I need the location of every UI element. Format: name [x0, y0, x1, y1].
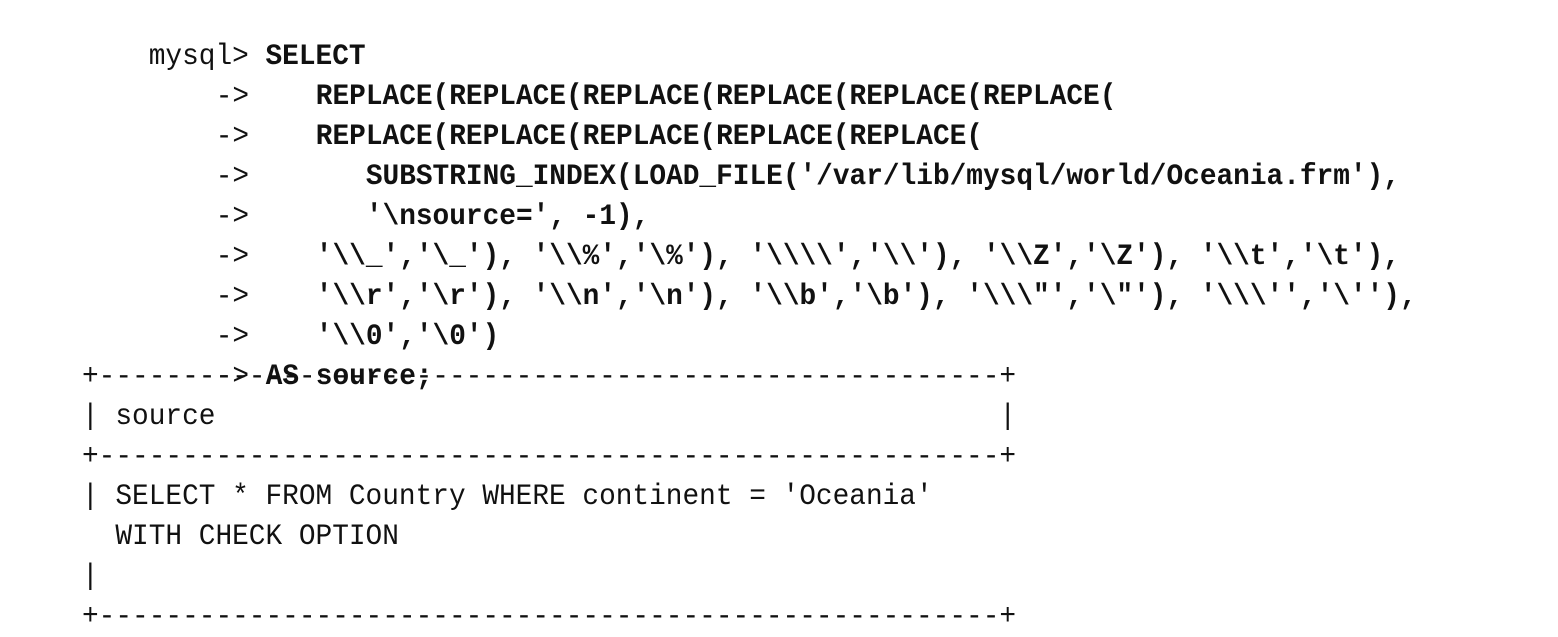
query-code: '\\r','\r'), '\\n','\n'), '\\b','\b'), '…: [265, 280, 1417, 314]
mysql-terminal-output: mysql> SELECT -> REPLACE(REPLACE(REPLACE…: [82, 0, 1542, 634]
result-row-line: |: [82, 560, 99, 594]
result-table-header: | source |: [82, 400, 1017, 434]
continuation-prompt: ->: [215, 160, 249, 194]
query-code: SUBSTRING_INDEX(LOAD_FILE('/var/lib/mysq…: [265, 160, 1400, 194]
result-row-line: WITH CHECK OPTION: [82, 520, 399, 554]
continuation-prompt: ->: [215, 240, 249, 274]
result-table-border-middle: +---------------------------------------…: [82, 440, 1017, 474]
continuation-prompt: ->: [215, 360, 249, 394]
query-code: REPLACE(REPLACE(REPLACE(REPLACE(REPLACE(…: [265, 80, 1117, 114]
query-line: -> SUBSTRING_INDEX(LOAD_FILE('/var/lib/m…: [149, 117, 1399, 194]
continuation-prompt: ->: [215, 320, 249, 354]
query-line: -> REPLACE(REPLACE(REPLACE(REPLACE(REPLA…: [149, 77, 982, 154]
query-line: -> REPLACE(REPLACE(REPLACE(REPLACE(REPLA…: [149, 37, 1116, 114]
select-keyword: SELECT: [265, 40, 366, 74]
query-line: -> '\\_','\_'), '\\%','\%'), '\\\\','\\'…: [149, 197, 1399, 274]
mysql-prompt: mysql>: [148, 40, 249, 74]
query-first-line: mysql> SELECT: [82, 0, 366, 74]
query-line: -> '\\r','\r'), '\\n','\n'), '\\b','\b')…: [149, 237, 1416, 314]
result-table-border-top: +---------------------------------------…: [82, 360, 1017, 394]
continuation-prompt: ->: [215, 280, 249, 314]
query-code: '\nsource=', -1),: [265, 200, 650, 234]
query-code: AS source;: [265, 360, 433, 394]
query-code: REPLACE(REPLACE(REPLACE(REPLACE(REPLACE(: [265, 120, 983, 154]
query-code: '\\0','\0'): [265, 320, 499, 354]
continuation-prompt: ->: [215, 120, 249, 154]
continuation-prompt: ->: [215, 200, 249, 234]
result-table-border-bottom: +---------------------------------------…: [82, 600, 1017, 634]
query-code: '\\_','\_'), '\\%','\%'), '\\\\','\\'), …: [265, 240, 1400, 274]
query-line: -> AS source;: [149, 317, 432, 394]
query-line: -> '\\0','\0'): [149, 277, 499, 354]
query-line: -> '\nsource=', -1),: [149, 157, 649, 234]
result-row-line: | SELECT * FROM Country WHERE continent …: [82, 480, 933, 514]
continuation-prompt: ->: [215, 80, 249, 114]
